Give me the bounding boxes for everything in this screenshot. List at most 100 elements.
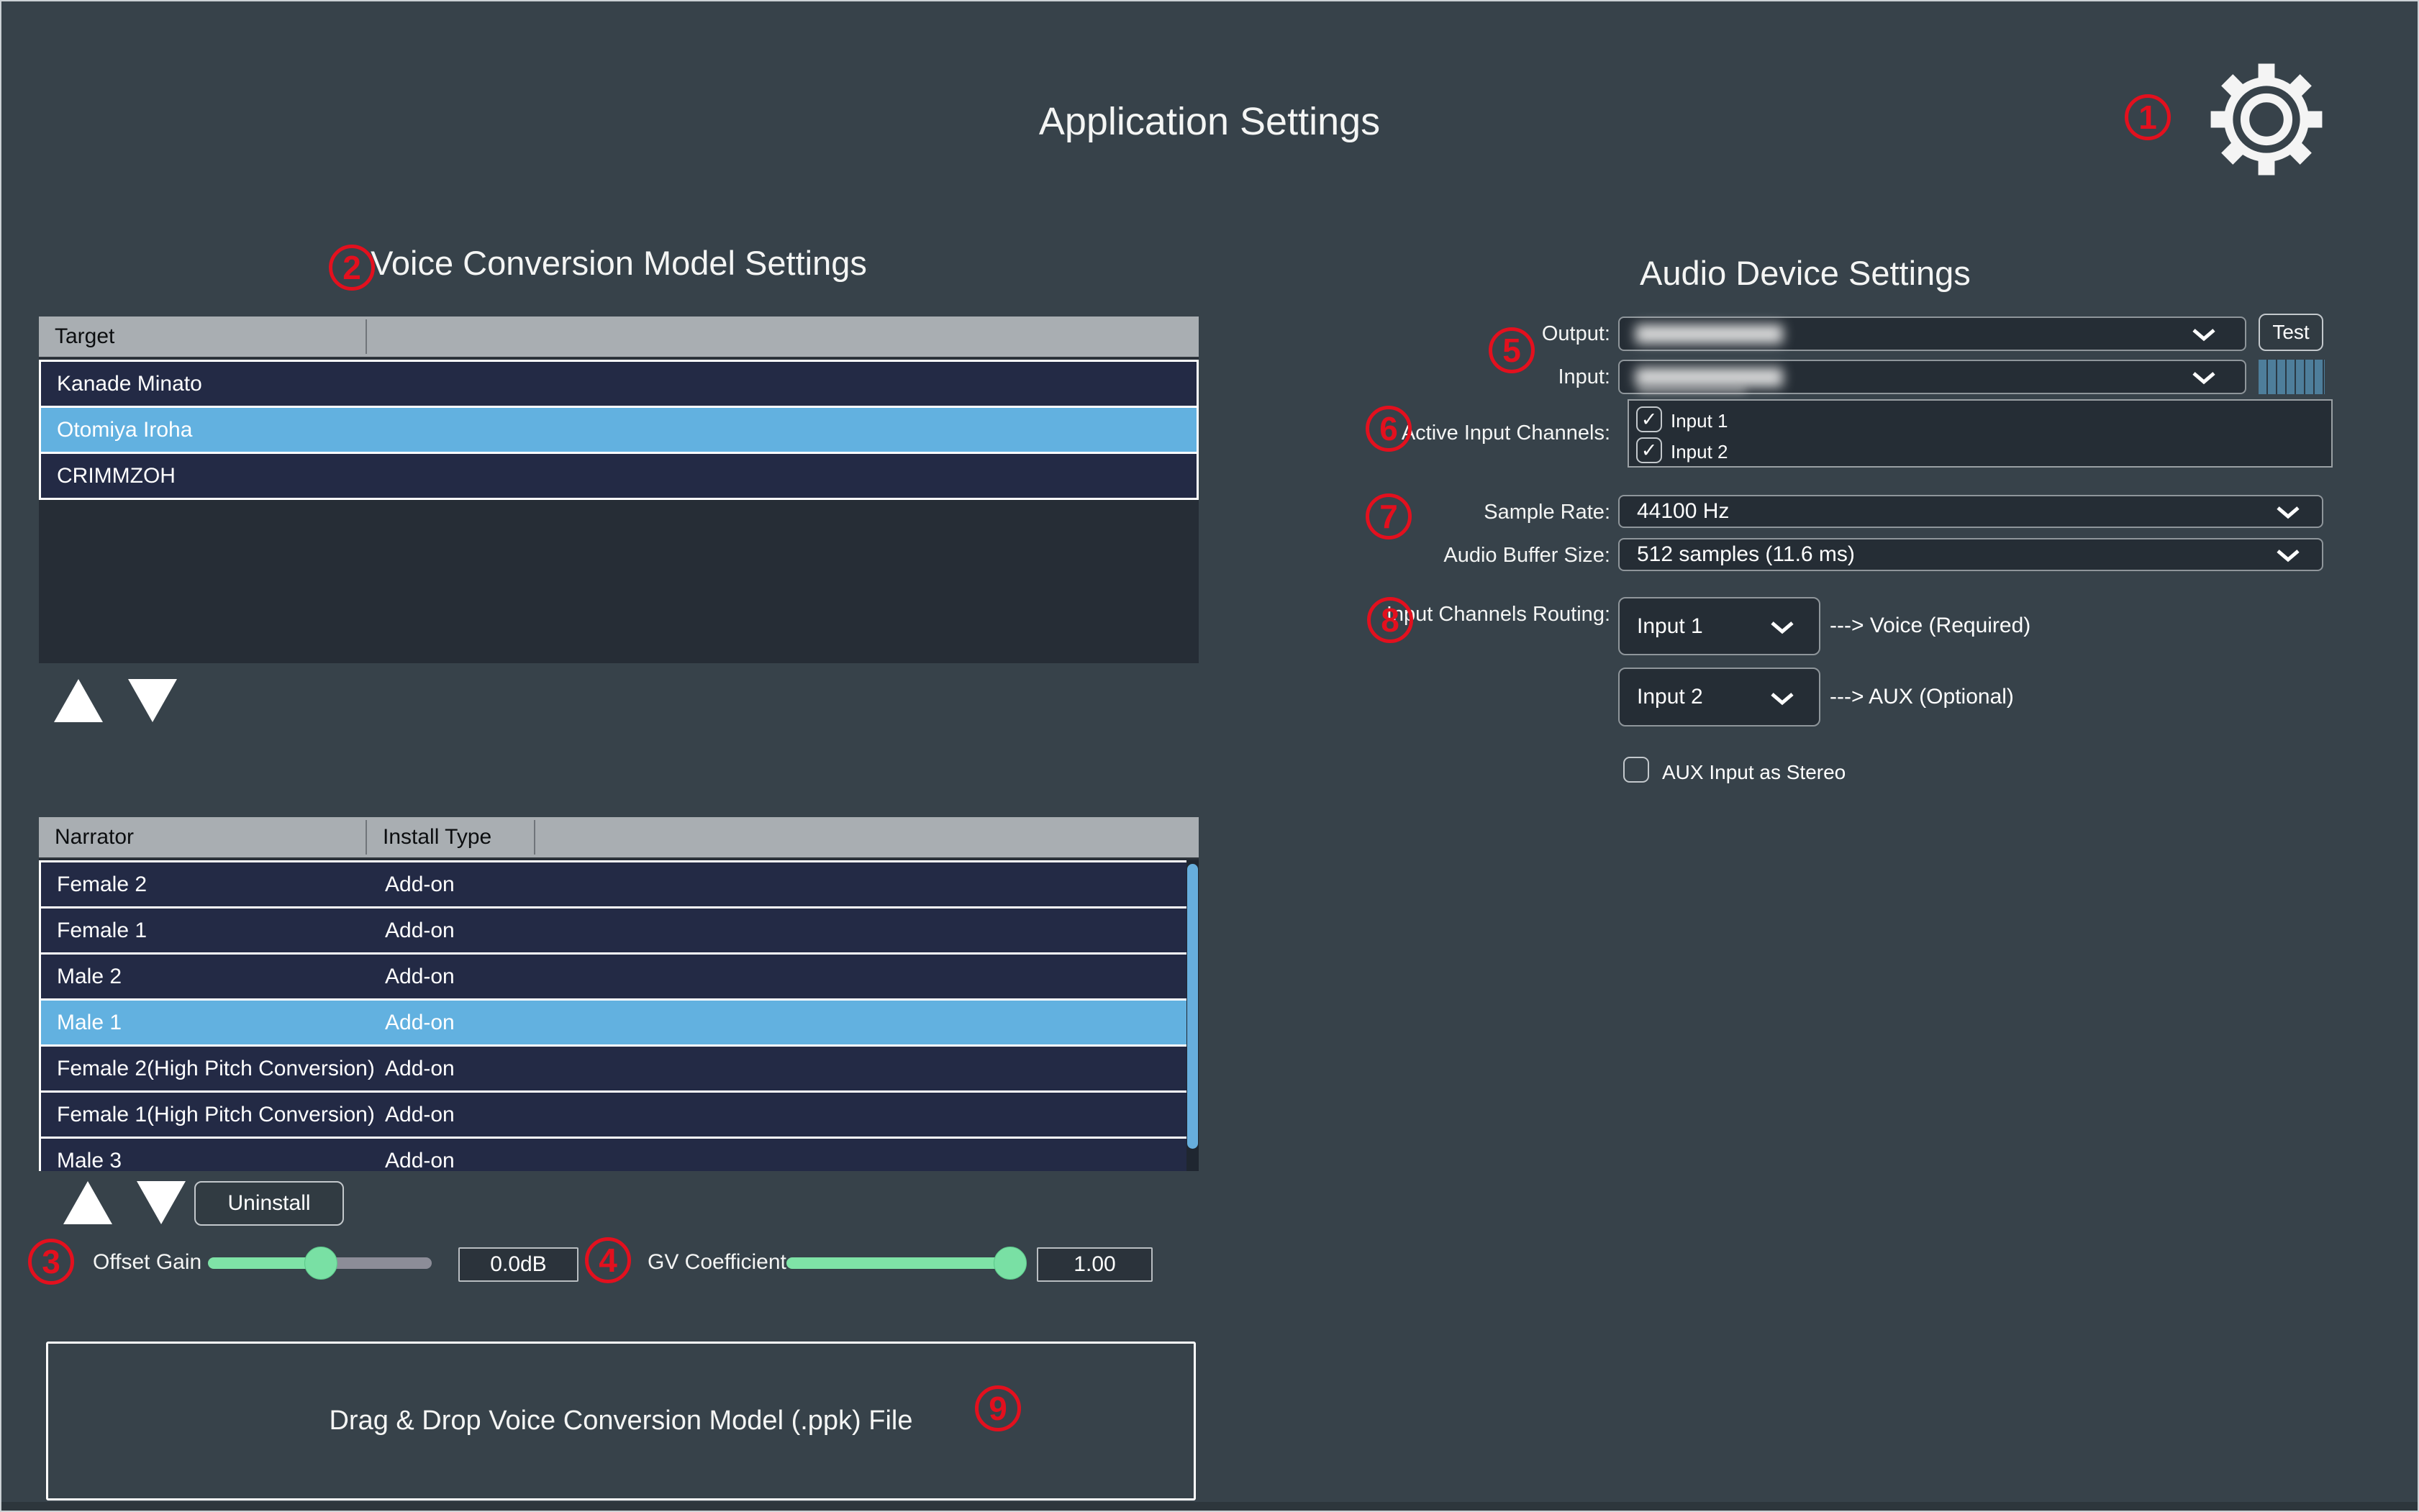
- input1-checkbox[interactable]: ✓: [1636, 406, 1662, 432]
- chevron-down-icon: [2276, 549, 2300, 563]
- target-column-header: Target: [55, 324, 115, 348]
- sample-rate-value: 44100 Hz: [1637, 499, 1730, 523]
- offset-gain-value: 0.0dB: [458, 1247, 578, 1282]
- narrator-table: Narrator Install Type Female 2 Add-on Fe…: [39, 817, 1199, 1171]
- check-icon: ✓: [1640, 408, 1658, 430]
- gv-coefficient-slider[interactable]: [786, 1257, 1018, 1269]
- table-row[interactable]: CRIMMZOH: [39, 454, 1199, 500]
- chevron-down-icon: [1770, 621, 1794, 635]
- voice-model-settings-title: Voice Conversion Model Settings: [371, 244, 867, 282]
- table-row[interactable]: Male 2 Add-on: [39, 955, 1199, 1001]
- move-down-button[interactable]: [128, 679, 177, 722]
- input-label: Input:: [1558, 365, 1610, 388]
- row-install-type: Add-on: [385, 965, 455, 988]
- row-label: Female 1(High Pitch Conversion): [57, 1103, 375, 1126]
- model-drop-zone[interactable]: Drag & Drop Voice Conversion Model (.ppk…: [46, 1342, 1196, 1500]
- aux-routing-dropdown[interactable]: Input 2: [1618, 668, 1820, 727]
- column-divider: [534, 820, 535, 855]
- row-install-type: Add-on: [385, 1011, 455, 1034]
- narrator-column-header: Narrator: [55, 825, 135, 849]
- voice-routing-target: ---> Voice (Required): [1830, 614, 2031, 637]
- audio-device-settings-title: Audio Device Settings: [1640, 254, 1971, 292]
- chevron-down-icon: [2276, 506, 2300, 520]
- annotation-4: 4: [585, 1237, 631, 1283]
- input1-checkbox-label: Input 1: [1671, 410, 1728, 432]
- blurred-device-name: [1635, 324, 1783, 344]
- target-table: Target Kanade Minato Otomiya Iroha CRIMM…: [39, 316, 1199, 663]
- scrollbar-thumb[interactable]: [1187, 864, 1198, 1149]
- row-label: CRIMMZOH: [57, 464, 176, 488]
- input2-checkbox[interactable]: ✓: [1636, 437, 1662, 463]
- aux-input-as-stereo-checkbox[interactable]: [1623, 757, 1649, 783]
- offset-gain-slider-thumb[interactable]: [304, 1247, 337, 1280]
- table-row[interactable]: Female 2 Add-on: [39, 860, 1199, 908]
- check-icon: ✓: [1640, 439, 1658, 461]
- settings-gear-button[interactable]: [2203, 56, 2330, 183]
- scrollbar-track[interactable]: [1186, 860, 1199, 1171]
- blurred-device-name: [1635, 368, 1783, 387]
- chevron-down-icon: [2192, 371, 2216, 386]
- target-table-header: Target: [39, 316, 1199, 358]
- table-row[interactable]: Kanade Minato: [39, 360, 1199, 408]
- gv-coefficient-label: GV Coefficient: [648, 1250, 786, 1274]
- row-install-type: Add-on: [385, 873, 455, 896]
- sample-rate-label: Sample Rate:: [1484, 501, 1610, 524]
- table-row[interactable]: Female 2(High Pitch Conversion) Add-on: [39, 1047, 1199, 1093]
- annotation-8: 8: [1367, 597, 1413, 643]
- table-row[interactable]: Male 3 Add-on: [39, 1139, 1199, 1171]
- gv-coefficient-value: 1.00: [1037, 1247, 1153, 1282]
- offset-gain-label: Offset Gain: [93, 1250, 202, 1274]
- annotation-2: 2: [329, 245, 375, 291]
- move-down-button[interactable]: [137, 1181, 186, 1224]
- row-install-type: Add-on: [385, 1149, 455, 1171]
- test-button[interactable]: Test: [2259, 314, 2323, 351]
- row-label: Kanade Minato: [57, 372, 202, 396]
- row-label: Otomiya Iroha: [57, 418, 193, 442]
- row-label: Male 3: [57, 1149, 122, 1171]
- table-row[interactable]: Female 1(High Pitch Conversion) Add-on: [39, 1093, 1199, 1139]
- row-label: Female 2(High Pitch Conversion): [57, 1057, 375, 1080]
- chevron-down-icon: [2192, 328, 2216, 342]
- window-bottom-edge: [0, 1502, 2419, 1512]
- gv-coefficient-slider-thumb[interactable]: [994, 1247, 1027, 1280]
- row-label: Female 1: [57, 919, 148, 942]
- table-row-selected[interactable]: Otomiya Iroha: [39, 408, 1199, 454]
- table-row[interactable]: Female 1 Add-on: [39, 908, 1199, 955]
- aux-input-as-stereo-label: AUX Input as Stereo: [1662, 761, 1846, 783]
- page-title: Application Settings: [1038, 100, 1381, 143]
- table-row-selected[interactable]: Male 1 Add-on: [39, 1001, 1199, 1047]
- row-label: Female 2: [57, 873, 148, 896]
- voice-routing-dropdown[interactable]: Input 1: [1618, 597, 1820, 655]
- output-device-dropdown[interactable]: [1618, 316, 2246, 351]
- active-input-channels-label: Active Input Channels:: [1401, 422, 1610, 445]
- row-label: Male 2: [57, 965, 122, 988]
- gear-icon: [2203, 63, 2330, 186]
- narrator-table-header: Narrator Install Type: [39, 817, 1199, 859]
- output-label: Output:: [1541, 322, 1610, 345]
- audio-buffer-size-dropdown[interactable]: 512 samples (11.6 ms): [1618, 538, 2323, 571]
- row-install-type: Add-on: [385, 1103, 455, 1126]
- input-device-dropdown[interactable]: [1618, 360, 2246, 394]
- chevron-down-icon: [1770, 692, 1794, 706]
- aux-routing-value: Input 2: [1637, 685, 1703, 709]
- annotation-3: 3: [28, 1239, 74, 1285]
- column-divider: [366, 319, 367, 354]
- audio-buffer-size-value: 512 samples (11.6 ms): [1637, 542, 1855, 566]
- active-input-channels-panel: ✓ Input 1 ✓ Input 2: [1628, 399, 2333, 468]
- row-install-type: Add-on: [385, 919, 455, 942]
- input2-checkbox-label: Input 2: [1671, 441, 1728, 463]
- voice-routing-value: Input 1: [1637, 614, 1703, 638]
- blurred-device-name: [1638, 387, 1746, 392]
- row-install-type: Add-on: [385, 1057, 455, 1080]
- install-type-column-header: Install Type: [383, 825, 492, 849]
- annotation-9: 9: [975, 1385, 1021, 1431]
- audio-buffer-size-label: Audio Buffer Size:: [1443, 544, 1610, 567]
- annotation-6: 6: [1366, 406, 1412, 452]
- move-up-button[interactable]: [63, 1181, 112, 1224]
- move-up-button[interactable]: [54, 679, 103, 722]
- uninstall-button[interactable]: Uninstall: [194, 1181, 344, 1226]
- sample-rate-dropdown[interactable]: 44100 Hz: [1618, 495, 2323, 528]
- aux-routing-target: ---> AUX (Optional): [1830, 685, 2014, 709]
- drop-zone-label: Drag & Drop Voice Conversion Model (.ppk…: [329, 1406, 913, 1436]
